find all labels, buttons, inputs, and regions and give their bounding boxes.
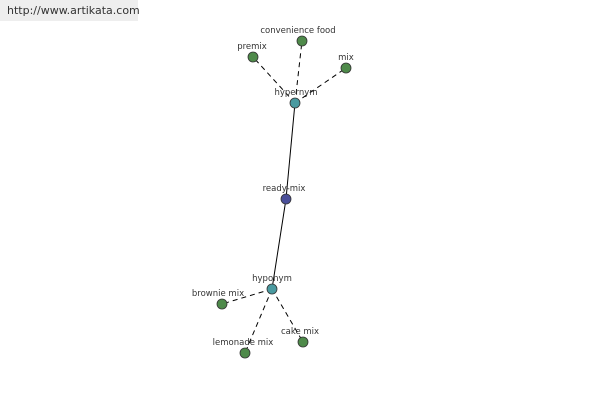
node-hypernym[interactable]: hypernym [274, 88, 318, 109]
edge-hypernym-convenience-food [294, 40, 303, 104]
url-bar: http://www.artikata.com [0, 0, 140, 21]
node-mix[interactable]: mix [338, 53, 354, 74]
node-hyponym[interactable]: hyponym [252, 274, 292, 295]
node-label: lemonade mix [213, 338, 274, 348]
node-label: ready-mix [263, 184, 306, 194]
node-label: cake mix [281, 327, 319, 337]
node-dot[interactable] [216, 298, 228, 310]
node-label: premix [237, 42, 267, 52]
edge-center-hyponym [271, 198, 287, 290]
node-cake-mix[interactable]: cake mix [281, 327, 319, 348]
node-dot[interactable] [296, 35, 308, 47]
node-label: mix [338, 53, 354, 63]
node-brownie-mix[interactable]: brownie mix [192, 289, 244, 310]
node-premix[interactable]: premix [237, 42, 267, 63]
edge-hypernym-premix [252, 56, 296, 104]
node-dot[interactable] [247, 51, 259, 63]
edge-hyponym-lemonade-mix [244, 288, 273, 354]
node-convenience-food[interactable]: convenience food [260, 26, 336, 47]
node-label: brownie mix [192, 289, 244, 299]
node-dot[interactable] [297, 336, 309, 348]
source-url[interactable]: http://www.artikata.com [7, 4, 140, 17]
node-label: convenience food [260, 26, 335, 36]
node-dot[interactable] [289, 97, 301, 109]
edge-center-hypernym [285, 102, 296, 200]
node-dot[interactable] [280, 193, 292, 205]
node-dot[interactable] [239, 347, 251, 359]
node-label: hypernym [274, 88, 317, 98]
node-label: hyponym [252, 274, 292, 284]
node-dot[interactable] [340, 62, 352, 74]
edge-hyponym-cake-mix [271, 288, 304, 343]
edge-hypernym-mix [294, 67, 347, 104]
node-dot[interactable] [266, 283, 278, 295]
node-lemonade-mix[interactable]: lemonade mix [213, 338, 274, 359]
node-ready-mix[interactable]: ready-mix [263, 184, 306, 205]
